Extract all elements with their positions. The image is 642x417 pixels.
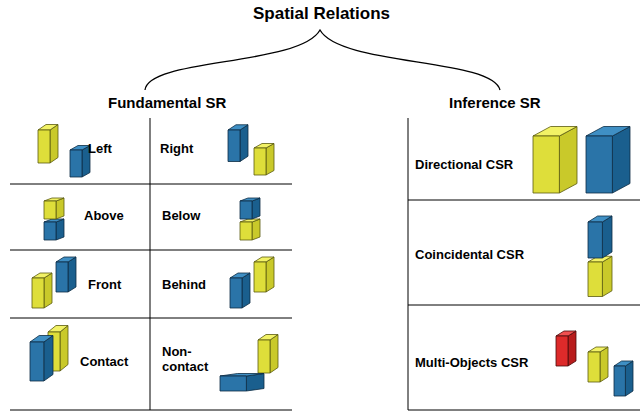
section-heading: Fundamental SR: [108, 94, 226, 111]
diagram-title: Spatial Relations: [253, 4, 390, 24]
brace: [145, 30, 500, 90]
relation-label: Behind: [162, 278, 206, 293]
relation-label: Left: [88, 142, 112, 157]
section-heading: Inference SR: [449, 94, 541, 111]
relation-label: Non-contact: [162, 345, 214, 375]
relation-label: Right: [160, 142, 193, 157]
relation-label: Above: [84, 209, 124, 224]
relation-label: Contact: [80, 355, 128, 370]
table-lines: [10, 118, 640, 410]
relation-label: Below: [162, 209, 200, 224]
relation-label: Front: [88, 278, 121, 293]
relation-label: Multi-Objects CSR: [415, 356, 528, 371]
relation-label: Directional CSR: [415, 158, 513, 173]
relation-label: Coincidental CSR: [415, 248, 524, 263]
